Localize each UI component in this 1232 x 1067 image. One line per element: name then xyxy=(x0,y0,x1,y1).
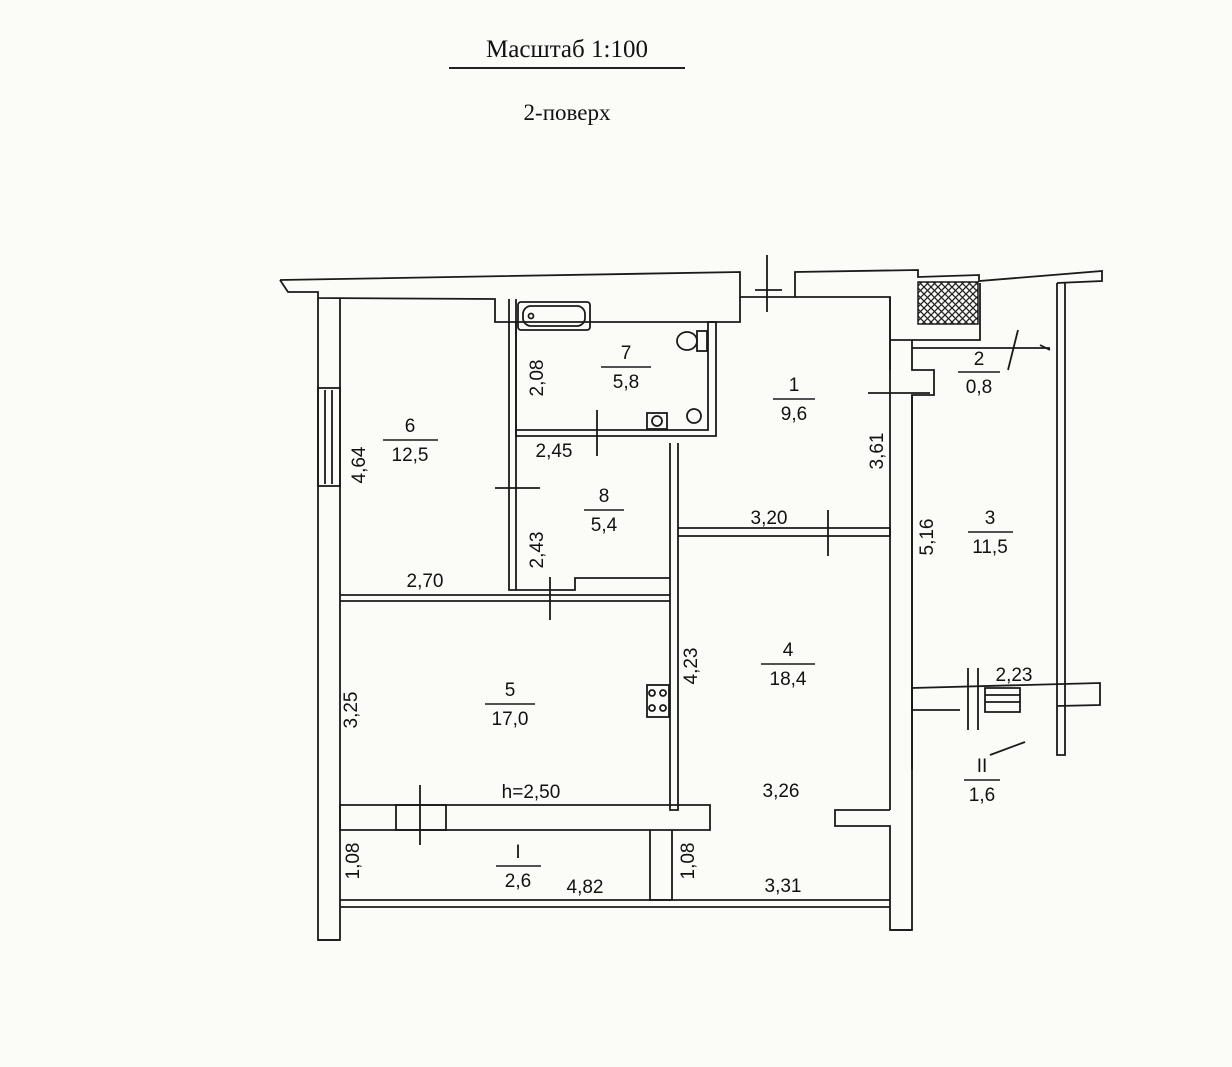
wall-4-3 xyxy=(834,297,935,931)
dim-2-43: 2,43 xyxy=(527,532,548,569)
floor-label: 2-поверх xyxy=(523,100,611,125)
wall-6-5 xyxy=(340,577,670,602)
wall-room-3-right xyxy=(1056,283,1066,756)
wall-1-4 xyxy=(678,527,891,537)
dim-2-45: 2,45 xyxy=(536,441,573,462)
wall-5-balcony xyxy=(339,804,711,831)
dim-4-64: 4,64 xyxy=(349,446,370,483)
dim-1-08-left: 1,08 xyxy=(343,843,364,880)
room-2-number: 2 xyxy=(974,349,985,370)
balcony-I-number: I xyxy=(515,842,520,863)
outer-wall-bottom xyxy=(340,899,890,908)
dim-2-70: 2,70 xyxy=(407,571,444,592)
wall-6-7 xyxy=(508,299,517,591)
dim-3-31: 3,31 xyxy=(765,876,802,897)
outer-wall-top xyxy=(279,269,1103,298)
balcony-II-number: II xyxy=(977,756,988,777)
balcony-II-area: 1,6 xyxy=(969,785,995,806)
toilet-icon xyxy=(676,331,698,351)
dim-3-20: 3,20 xyxy=(751,508,788,529)
dim-4-23: 4,23 xyxy=(681,648,702,685)
room-6-number: 6 xyxy=(405,416,416,437)
room-5-area: 17,0 xyxy=(492,709,529,730)
scale-underline xyxy=(449,67,685,69)
outer-wall-top-inner xyxy=(279,279,891,370)
hatched-shaft xyxy=(917,281,979,325)
dim-5-16: 5,16 xyxy=(917,519,938,556)
sink-icon xyxy=(646,412,668,430)
room-8-area: 5,4 xyxy=(591,515,618,536)
room-7-number: 7 xyxy=(621,343,632,364)
dim-3-25: 3,25 xyxy=(341,692,362,729)
balcony-I-area: 2,6 xyxy=(505,871,531,892)
ceiling-height: h=2,50 xyxy=(502,782,561,803)
dim-4-82: 4,82 xyxy=(567,877,604,898)
room-3-area: 11,5 xyxy=(972,537,1008,558)
room-5-number: 5 xyxy=(505,680,516,701)
room-4-number: 4 xyxy=(783,640,794,661)
room-8-number: 8 xyxy=(599,486,610,507)
room-1-area: 9,6 xyxy=(781,404,807,425)
stove-icon xyxy=(646,684,670,718)
stair-icon xyxy=(984,687,1021,713)
room-2-area: 0,8 xyxy=(966,377,992,398)
dim-2-23: 2,23 xyxy=(996,665,1033,686)
balcony-pillar xyxy=(649,830,673,901)
door-balcony xyxy=(395,804,447,831)
dim-1-08-right: 1,08 xyxy=(678,843,699,880)
scale-label: Масштаб 1:100 xyxy=(486,36,648,63)
wall-8-1 xyxy=(669,443,679,811)
room-7-area: 5,8 xyxy=(613,372,639,393)
room-4-area: 18,4 xyxy=(770,669,807,690)
room-6-area: 12,5 xyxy=(392,445,429,466)
room-3-number: 3 xyxy=(985,508,996,529)
room-labels xyxy=(383,366,1013,867)
window-left xyxy=(317,387,341,487)
room-1-number: 1 xyxy=(789,375,800,396)
dim-2-08: 2,08 xyxy=(527,360,548,397)
dim-3-26: 3,26 xyxy=(763,781,800,802)
bathtub-icon xyxy=(517,301,591,331)
wall-corridor xyxy=(911,682,1101,711)
bathroom-walls xyxy=(515,321,717,437)
dim-3-61: 3,61 xyxy=(867,433,888,470)
outer-wall-left xyxy=(317,298,341,941)
wall-room-2 xyxy=(912,283,1050,349)
